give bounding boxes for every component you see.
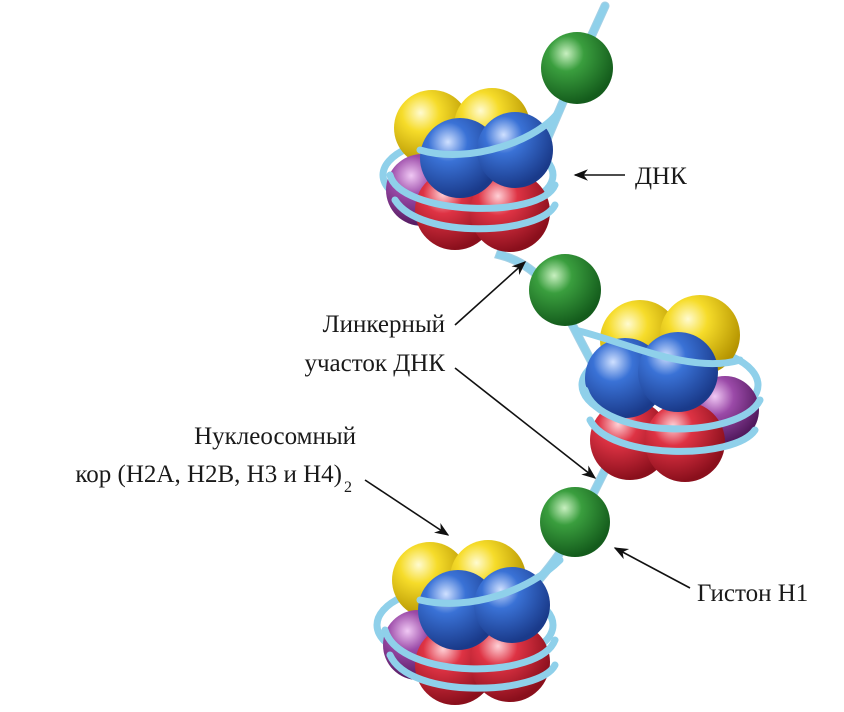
histone-blue bbox=[638, 332, 718, 412]
dna-wrap-front bbox=[386, 651, 559, 692]
label-core-line1: Нуклеосомный bbox=[194, 423, 356, 450]
nucleosome-top bbox=[379, 88, 564, 252]
arrow-linker-top bbox=[454, 261, 527, 326]
histone-red bbox=[645, 402, 725, 482]
dna-wrap-front bbox=[381, 626, 559, 673]
arrow-core bbox=[364, 479, 450, 536]
label-linker-line2: участок ДНК bbox=[304, 350, 445, 377]
dna-wrap-front bbox=[571, 326, 744, 368]
dna-wrap-front bbox=[581, 386, 764, 433]
histone-h1-sphere bbox=[540, 487, 610, 557]
dna-wrap-front bbox=[416, 106, 564, 158]
dna-wrap-front bbox=[586, 416, 759, 455]
dna-wrap-front bbox=[386, 171, 559, 212]
label-core-line2: кор (H2A, H2B, H3 и H4) bbox=[75, 461, 342, 488]
histone-h1-sphere bbox=[529, 254, 601, 326]
label-linker-line1: Линкерный bbox=[323, 311, 445, 338]
label-core-subscript: 2 bbox=[344, 479, 352, 496]
histone-h1-sphere bbox=[541, 32, 613, 104]
arrow-histone-h1 bbox=[613, 547, 691, 589]
label-dna: ДНК bbox=[635, 163, 687, 190]
label-histone-h1: Гистон H1 bbox=[697, 580, 808, 607]
arrow-linker-bottom bbox=[454, 367, 597, 479]
nucleosome-middle bbox=[571, 295, 764, 482]
histone-blue bbox=[474, 567, 550, 643]
dna-wrap-front bbox=[391, 196, 559, 233]
nucleosome-bottom bbox=[373, 540, 564, 705]
histone-red bbox=[470, 172, 550, 252]
dna-wrap-front bbox=[416, 556, 564, 607]
